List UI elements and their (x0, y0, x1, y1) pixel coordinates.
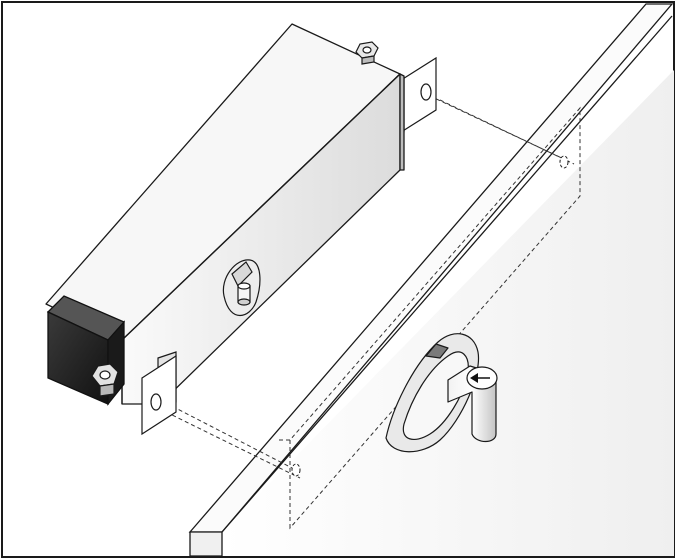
hex-nut-top (355, 41, 379, 65)
door-hole-top (559, 155, 569, 169)
hex-nut-front (91, 363, 119, 397)
door-frame-edge (188, 3, 674, 557)
rotary-handle (385, 333, 498, 453)
door-hole-bottom (291, 463, 301, 477)
cutout-outline (278, 106, 581, 530)
shaft-coupling (222, 259, 261, 316)
projection-lines (159, 95, 575, 479)
end-cap (46, 295, 126, 406)
switch-housing (45, 23, 405, 405)
mounting-bracket-bottom (141, 354, 177, 436)
